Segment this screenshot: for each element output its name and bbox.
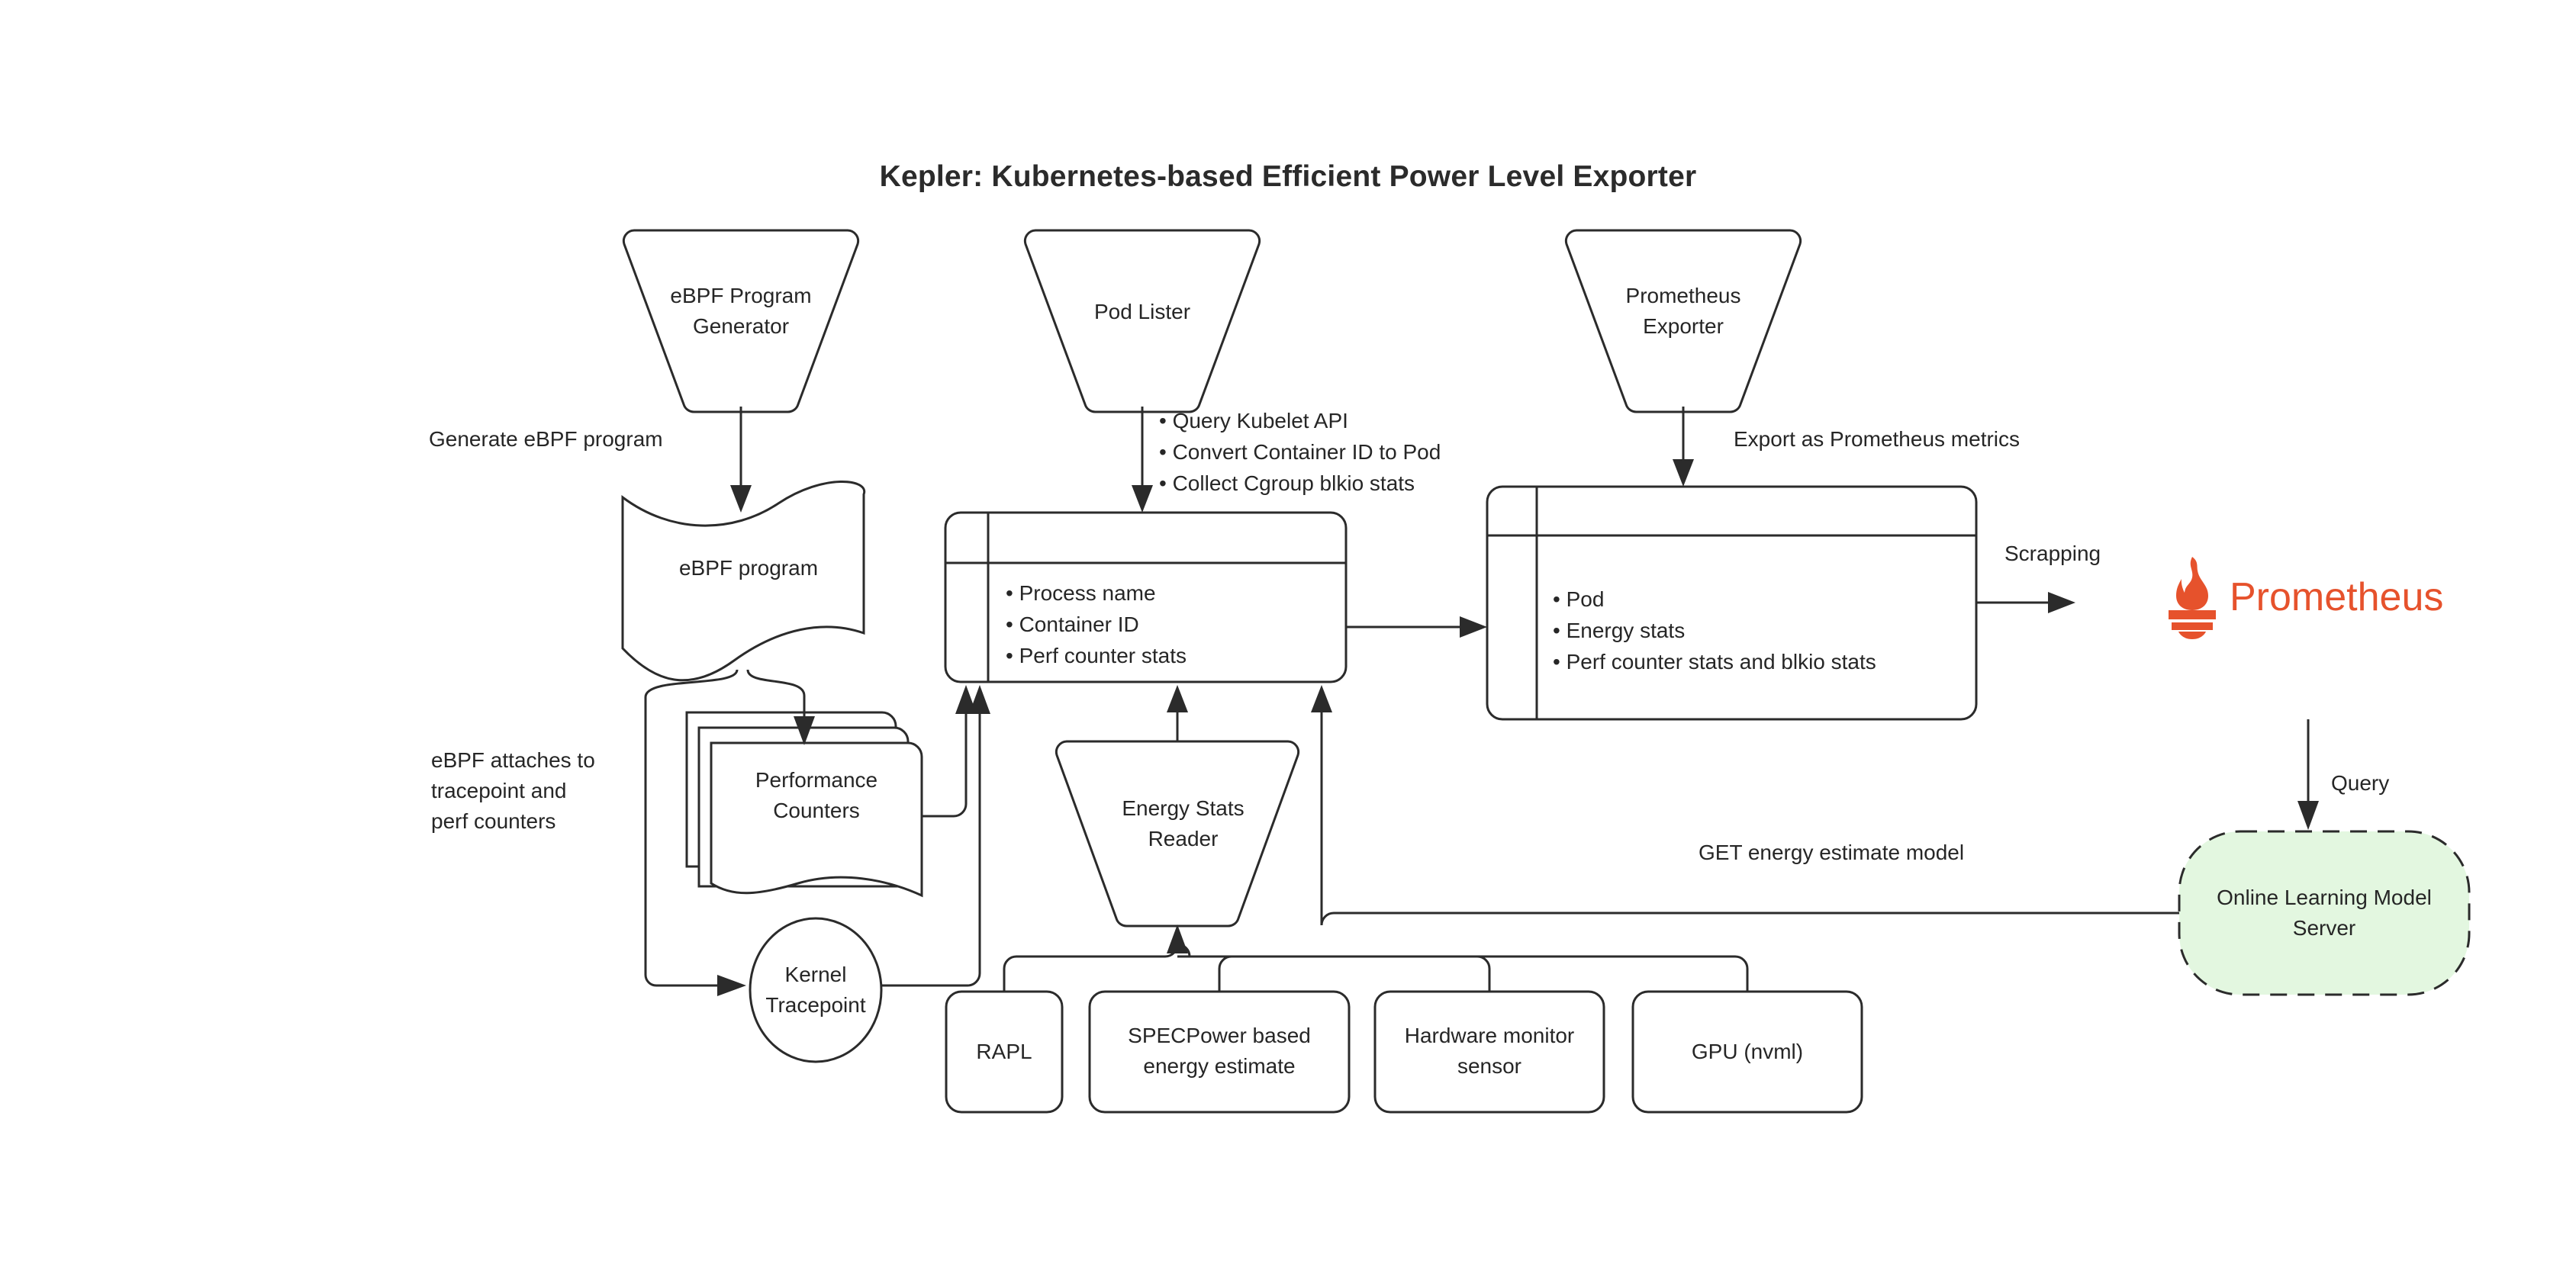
exporter-bullet-0: • Pod [1553, 587, 1605, 611]
node-prometheus-exporter[interactable] [1564, 229, 1802, 413]
edge-ebpf-to-kernel-tracepoint [644, 669, 739, 987]
node-specpower[interactable] [1088, 990, 1351, 1114]
arrowhead-pod-lister-to-collector [1132, 485, 1153, 513]
page-title: Kepler: Kubernetes-based Efficient Power… [879, 160, 1697, 193]
collector-bullet-0: • Process name [1006, 581, 1156, 605]
edge-label-query: Query [2331, 771, 2390, 795]
pod-lister-bullet-0: • Query Kubelet API [1159, 409, 1348, 432]
arrowhead-energy-reader-to-collector [1167, 685, 1188, 712]
exporter-bullet-2: • Perf counter stats and blkio stats [1553, 650, 1876, 674]
edge-label-generate-ebpf-program: Generate eBPF program [429, 427, 663, 451]
edge-specpower-to-energy-reader [1177, 955, 1232, 991]
edge-gpu-to-collector [1334, 955, 1749, 991]
edge-label-get-energy-estimate-model: GET energy estimate model [1699, 841, 1965, 864]
node-gpu-nvml[interactable] [1631, 990, 1863, 1114]
prometheus-logo[interactable]: Prometheus [2159, 555, 2443, 639]
pod-lister-bullet-1: • Convert Container ID to Pod [1159, 440, 1441, 464]
node-hardware-monitor[interactable] [1373, 990, 1605, 1114]
arrowhead-exporter-to-model-server [2297, 801, 2319, 830]
node-ebpf-program[interactable] [621, 481, 866, 682]
edge-label-pod-lister-bullets: • Query Kubelet API • Convert Container … [1159, 405, 1441, 499]
node-kernel-tracepoint[interactable] [749, 917, 883, 1063]
arrowhead-exporter-to-prometheus [2048, 592, 2075, 613]
edge-label-scrapping: Scrapping [2004, 542, 2101, 565]
arrowhead-collector-to-exporter [1460, 616, 1487, 638]
collector-box-bullets: • Process name • Container ID • Perf cou… [1006, 577, 1187, 671]
node-ebpf-program-generator[interactable] [622, 229, 860, 413]
arrowhead-perfcounters-to-collector [955, 685, 977, 714]
arrowhead-ebpf-to-kernel-tracepoint [717, 975, 746, 996]
prometheus-wordmark: Prometheus [2230, 575, 2444, 619]
edge-label-ebpf-attaches: eBPF attaches to tracepoint and perf cou… [431, 748, 595, 833]
edge-ebpf-to-perfcounters [746, 669, 806, 726]
arrowhead-generator-to-ebpf [730, 485, 752, 513]
node-pod-lister[interactable] [1023, 229, 1261, 413]
edge-label-export-as-prometheus-metrics: Export as Prometheus metrics [1734, 427, 2021, 451]
collector-bullet-2: • Perf counter stats [1006, 644, 1187, 667]
arrowhead-model-server-to-collector [1311, 685, 1332, 712]
edge-kernel-tracepoint-to-collector [881, 706, 981, 987]
prometheus-flame-icon [2169, 557, 2216, 639]
node-energy-stats-reader[interactable] [1055, 740, 1300, 928]
arrowhead-kernel-tracepoint-to-collector [969, 685, 990, 714]
collector-bullet-1: • Container ID [1006, 612, 1139, 636]
arrowhead-prometheus-exporter-to-box [1673, 459, 1694, 487]
edge-perfcounters-to-collector [922, 706, 968, 818]
node-online-learning-model-server[interactable] [2178, 830, 2471, 996]
edge-hardware-monitor-to-energy-reader [1176, 943, 1491, 991]
arrowhead-sources-to-energy-reader [1167, 924, 1188, 953]
exporter-box-bullets: • Pod • Energy stats • Perf counter stat… [1553, 584, 1876, 677]
arrowhead-ebpf-to-perfcounters [794, 716, 815, 745]
exporter-bullet-1: • Energy stats [1553, 619, 1686, 642]
node-performance-counters[interactable] [710, 741, 923, 898]
edge-model-server-to-collector [1320, 703, 2179, 926]
node-rapl[interactable] [945, 990, 1064, 1114]
edge-rapl-to-energy-reader [1003, 943, 1179, 991]
pod-lister-bullet-2: • Collect Cgroup blkio stats [1159, 471, 1415, 495]
collector-box[interactable] [944, 511, 1348, 683]
